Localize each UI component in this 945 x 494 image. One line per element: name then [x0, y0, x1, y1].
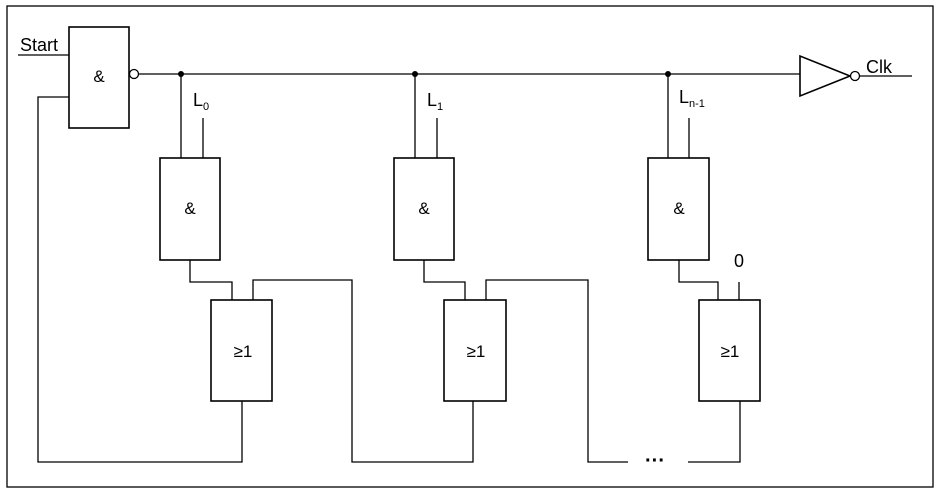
- and2-to-or2-wire: [423, 260, 466, 300]
- and1-to-or1-wire: [189, 260, 233, 300]
- tap-label-n-1: Ln-1: [679, 87, 705, 110]
- and-gate-3-symbol: &: [673, 199, 685, 218]
- zero-label: 0: [734, 251, 744, 271]
- stage2-feedback-wire: [252, 279, 474, 463]
- diagram-frame: [6, 5, 934, 488]
- last-stage-feedback-wire: [688, 400, 741, 463]
- start-input: Start: [18, 35, 69, 56]
- stage-2: L1 & ≥1: [393, 74, 628, 463]
- inverter-bubble: [849, 70, 861, 82]
- stage-n: Ln-1 & 0 ≥1: [647, 74, 761, 402]
- stage-1: L0 & ≥1: [159, 74, 474, 463]
- inversion-bubble: [128, 68, 140, 80]
- feedback-wire: [37, 96, 243, 463]
- or-gate-3-symbol: ≥1: [721, 342, 740, 361]
- ellipsis: ···: [645, 450, 665, 472]
- and-gate-1-symbol: &: [184, 199, 196, 218]
- start-gate-symbol: &: [93, 67, 105, 86]
- and-gate-2-symbol: &: [418, 199, 430, 218]
- or-gate-2-symbol: ≥1: [467, 342, 486, 361]
- and3-to-or3-wire: [678, 260, 719, 300]
- tap-label-1: L1: [427, 90, 443, 113]
- start-nand-gate: &: [68, 26, 140, 129]
- output-inverter: Clk: [799, 54, 912, 98]
- tap-label-0: L0: [193, 90, 209, 113]
- clk-label: Clk: [866, 57, 893, 77]
- or-gate-1-symbol: ≥1: [234, 342, 253, 361]
- stage3-feedback-wire: [485, 279, 628, 463]
- start-label: Start: [20, 35, 58, 55]
